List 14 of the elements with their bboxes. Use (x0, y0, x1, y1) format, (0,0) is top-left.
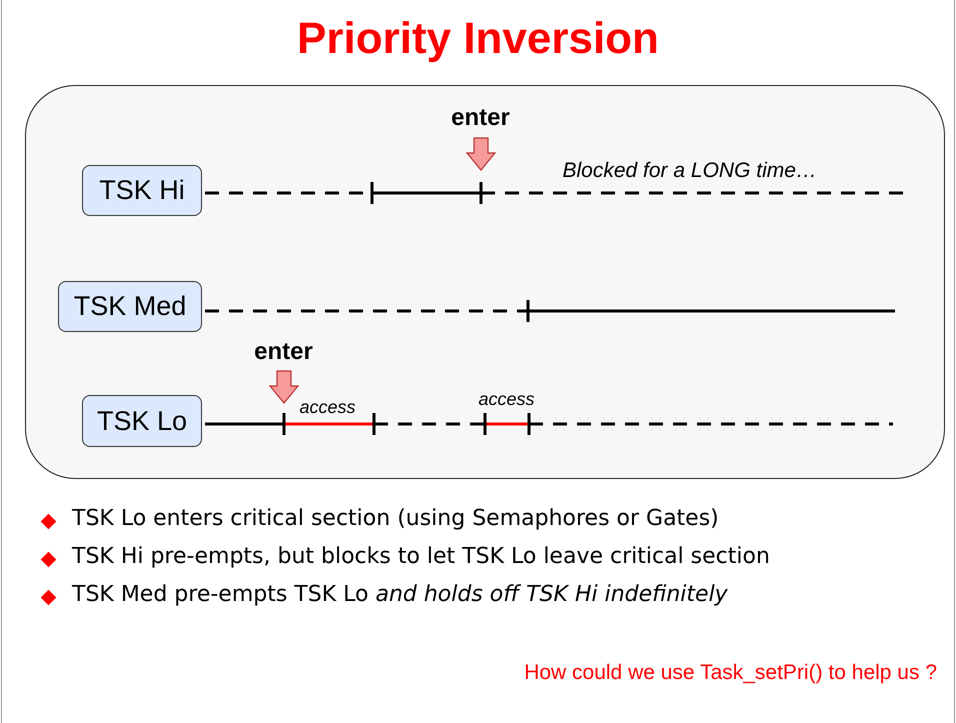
segment-label: access (478, 388, 535, 410)
task-box: TSK Lo (82, 395, 202, 447)
task-box: TSK Med (58, 281, 202, 332)
marker-label: enter (254, 338, 313, 366)
question-note: How could we use Task_setPri() to help us ? (524, 661, 937, 685)
bullet-text: TSK Lo enters critical section (using Semaphores or Gates) (72, 506, 719, 531)
panel-background (25, 85, 945, 479)
marker-label: enter (451, 104, 510, 132)
segment-label: access (299, 396, 356, 418)
note: Blocked for a LONG time… (562, 158, 817, 182)
bullet-text: TSK Med pre-empts TSK Lo and holds off TSK Hi indefinitely (72, 582, 728, 607)
bullet-text: TSK Hi pre-empts, but blocks to let TSK Lo leave critical section (72, 544, 770, 569)
title: Priority Inversion (296, 14, 660, 64)
task-box: TSK Hi (82, 165, 202, 216)
